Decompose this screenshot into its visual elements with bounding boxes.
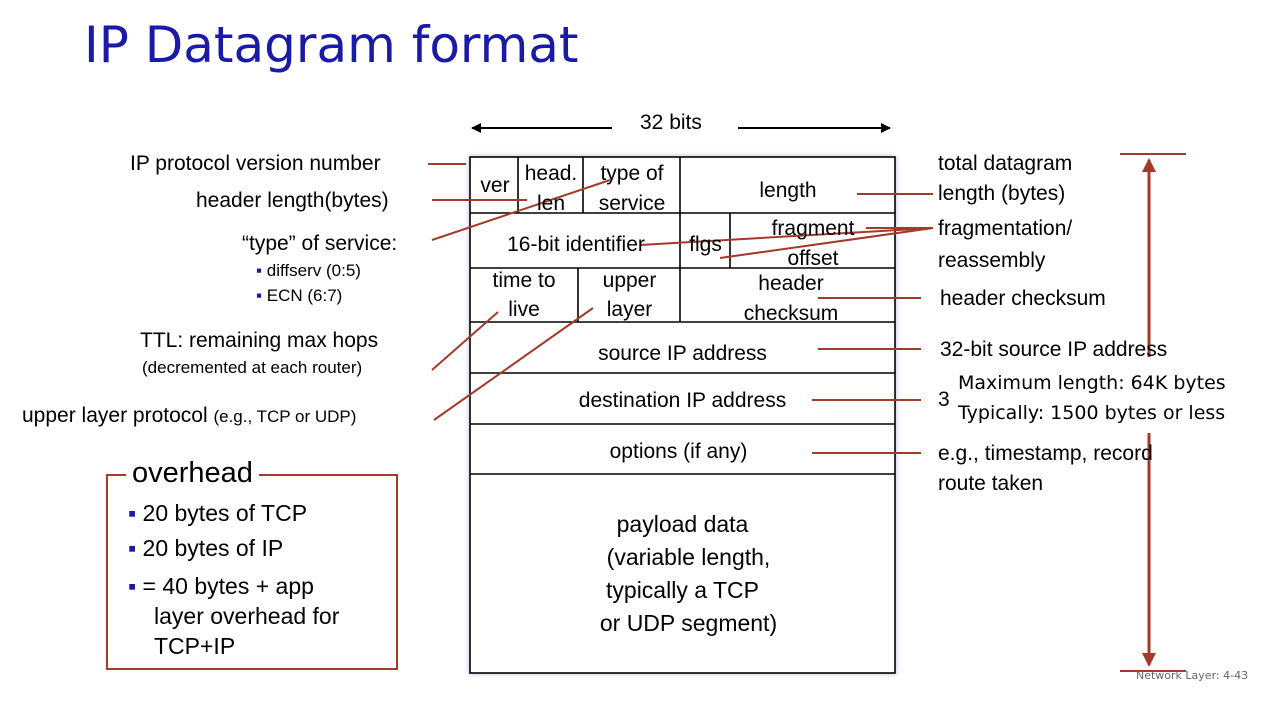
callout-typical-length: Typically: 1500 bytes or less <box>956 402 1228 424</box>
label-fragmentation-line1: fragmentation/ <box>938 217 1073 240</box>
slide-footer: Network Layer: 4-43 <box>1136 669 1249 682</box>
overhead-title: overhead <box>126 459 259 488</box>
page-title: IP Datagram format <box>84 16 579 74</box>
label-options-line1: e.g., timestamp, record <box>938 442 1153 465</box>
bullet-icon: ▪ <box>256 286 263 305</box>
label-upper-layer-sub: (e.g., TCP or UDP) <box>213 407 357 426</box>
bullet-icon: ▪ <box>128 573 137 599</box>
label-ttl: TTL: remaining max hops <box>140 329 379 352</box>
label-ecn-text: ECN (6:7) <box>266 286 343 305</box>
label-source-ip: 32-bit source IP address <box>940 338 1168 361</box>
payload-line3: typically a TCP <box>606 577 759 603</box>
field-checksum-line2: checksum <box>743 302 839 325</box>
label-options-line2: route taken <box>938 472 1044 495</box>
field-options: options (if any) <box>609 440 748 463</box>
field-upper-line1: upper <box>602 269 657 292</box>
field-destination-ip: destination IP address <box>578 389 787 412</box>
label-upper-layer-main: upper layer protocol <box>22 404 208 427</box>
field-source-ip: source IP address <box>598 342 767 365</box>
field-head-len-line1: head. <box>524 162 578 185</box>
field-fragment-line2: offset <box>787 247 839 270</box>
annotation-lines <box>428 153 1186 672</box>
field-fragment-line1: fragment <box>771 217 855 240</box>
bullet-icon: ▪ <box>256 261 263 280</box>
overhead-item-1-text: 20 bytes of TCP <box>142 500 308 526</box>
field-ttl-line2: live <box>508 298 540 321</box>
field-flags: flgs <box>689 233 722 256</box>
overhead-item-3-cont1: layer overhead for <box>154 603 340 629</box>
field-tos-line2: service <box>598 192 666 215</box>
field-identifier: 16-bit identifier <box>507 233 645 256</box>
field-length: length <box>759 179 817 202</box>
payload-line2: (variable length, <box>606 544 771 570</box>
callout-max-length: Maximum length: 64K bytes <box>956 372 1228 394</box>
label-destination-partial: 3 <box>938 388 950 411</box>
overhead-item-3-text: = 40 bytes + app <box>142 573 314 599</box>
field-ttl-line1: time to <box>492 269 556 292</box>
overhead-item-3-cont2: TCP+IP <box>154 633 236 659</box>
label-diffserv-text: diffserv (0:5) <box>266 261 361 280</box>
bullet-icon: ▪ <box>128 535 137 561</box>
width-label: 32 bits <box>640 111 702 134</box>
overhead-item-1: ▪ 20 bytes of TCP <box>128 502 307 525</box>
bullet-icon: ▪ <box>128 500 137 526</box>
label-ttl-sub: (decremented at each router) <box>142 358 363 377</box>
label-total-length-line1: total datagram <box>938 152 1073 175</box>
overhead-item-2: ▪ 20 bytes of IP <box>128 537 283 560</box>
payload-line1: payload data <box>616 511 749 537</box>
label-tos: “type” of service: <box>242 232 398 255</box>
field-upper-line2: layer <box>606 298 653 321</box>
field-head-len-line2: len <box>536 192 566 215</box>
label-version: IP protocol version number <box>130 152 381 175</box>
label-fragmentation-line2: reassembly <box>938 249 1046 272</box>
label-header-checksum: header checksum <box>940 287 1106 310</box>
field-tos-line1: type of <box>600 162 664 185</box>
label-ecn: ▪ ECN (6:7) <box>256 287 342 304</box>
label-diffserv: ▪ diffserv (0:5) <box>256 262 361 279</box>
field-checksum-line1: header <box>758 272 824 295</box>
field-ver: ver <box>480 174 510 197</box>
overhead-item-3: ▪ = 40 bytes + app <box>128 575 314 598</box>
label-total-length-line2: length (bytes) <box>938 182 1066 205</box>
label-header-length: header length(bytes) <box>196 189 389 212</box>
payload-line4: or UDP segment) <box>599 610 778 636</box>
overhead-item-2-text: 20 bytes of IP <box>142 535 284 561</box>
label-upper-layer: upper layer protocol (e.g., TCP or UDP) <box>22 405 356 426</box>
